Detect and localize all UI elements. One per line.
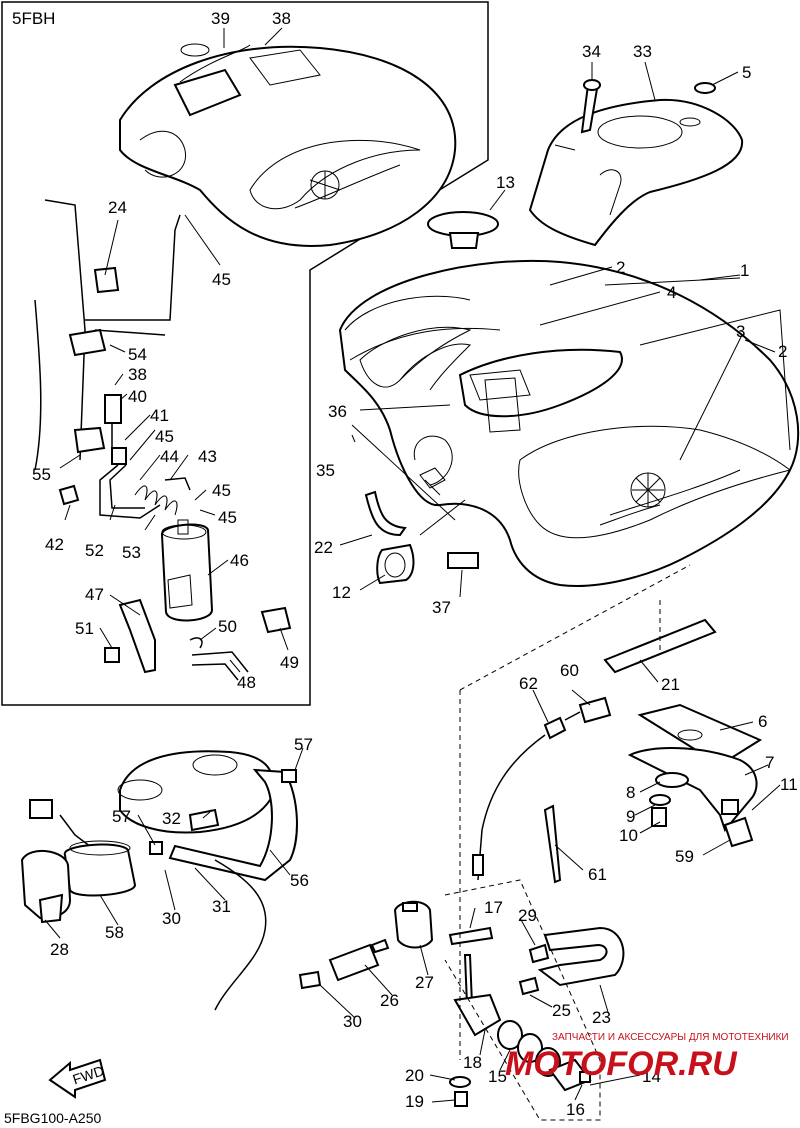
fuel-tank-cover xyxy=(528,79,744,247)
callout-29: 29 xyxy=(518,906,537,925)
callout-33: 33 xyxy=(633,42,652,61)
callout-45: 45 xyxy=(155,427,174,446)
callout-19: 19 xyxy=(405,1092,424,1111)
callout-30: 30 xyxy=(343,1012,362,1031)
callout-51: 51 xyxy=(75,619,94,638)
callout-13: 13 xyxy=(496,173,515,192)
callout-43: 43 xyxy=(198,447,217,466)
callout-26: 26 xyxy=(380,991,399,1010)
callout-4: 4 xyxy=(667,283,676,302)
main-fuel-tank xyxy=(338,259,800,587)
inset-label: 5FBH xyxy=(12,9,55,28)
callout-55: 55 xyxy=(32,465,51,484)
callout-31: 31 xyxy=(212,897,231,916)
callout-25: 25 xyxy=(552,1001,571,1020)
reference-lines xyxy=(351,277,791,1121)
diagram-code: 5FBG100-A250 xyxy=(4,1110,101,1126)
callout-1: 1 xyxy=(740,261,749,280)
callout-28: 28 xyxy=(50,940,69,959)
callout-15: 15 xyxy=(488,1067,507,1086)
callout-11: 11 xyxy=(780,775,798,794)
callout-39: 39 xyxy=(211,9,230,28)
callout-59: 59 xyxy=(675,847,694,866)
callout-56: 56 xyxy=(290,871,309,890)
callout-50: 50 xyxy=(218,617,237,636)
callout-numbers: 39 38 24 45 54 38 40 41 45 44 43 55 45 4… xyxy=(32,9,798,1119)
callout-48: 48 xyxy=(237,673,256,692)
callout-34: 34 xyxy=(582,42,601,61)
callout-40: 40 xyxy=(128,387,147,406)
callout-61: 61 xyxy=(588,865,607,884)
callout-16: 16 xyxy=(566,1100,585,1119)
callout-57: 57 xyxy=(112,807,131,826)
callout-7: 7 xyxy=(765,753,774,772)
watermark-small-text: ЗАПЧАСТИ И АКСЕССУАРЫ ДЛЯ МОТОТЕХНИКИ xyxy=(552,1032,789,1043)
cable-tie xyxy=(543,804,562,884)
callout-9: 9 xyxy=(626,807,635,826)
coil-spring xyxy=(134,477,191,516)
callout-57: 57 xyxy=(294,735,313,754)
callout-23: 23 xyxy=(592,1008,611,1027)
callout-21: 21 xyxy=(661,675,680,694)
callout-30: 30 xyxy=(162,909,181,928)
callout-46: 46 xyxy=(230,551,249,570)
callout-47: 47 xyxy=(85,585,104,604)
callout-45: 45 xyxy=(218,508,237,527)
callout-32: 32 xyxy=(162,809,181,828)
fuel-cap xyxy=(427,211,499,249)
callout-18: 18 xyxy=(463,1053,482,1072)
callout-2: 2 xyxy=(778,342,787,361)
callout-54: 54 xyxy=(128,345,147,364)
callout-12: 12 xyxy=(332,583,351,602)
callout-27: 27 xyxy=(415,973,434,992)
callout-52: 52 xyxy=(85,541,104,560)
callout-35: 35 xyxy=(316,461,335,480)
forward-arrow: FWD xyxy=(48,1058,107,1099)
callout-38: 38 xyxy=(272,9,291,28)
callout-42: 42 xyxy=(45,535,64,554)
callout-44: 44 xyxy=(160,447,179,466)
choke-cable xyxy=(472,696,612,881)
callout-60: 60 xyxy=(560,661,579,680)
callout-3: 3 xyxy=(736,322,745,341)
callout-24: 24 xyxy=(108,198,127,217)
callout-36: 36 xyxy=(328,402,347,421)
inset-frame xyxy=(1,1,489,706)
callout-10: 10 xyxy=(619,826,638,845)
inset-fuel-tank xyxy=(119,43,457,247)
callout-53: 53 xyxy=(122,543,141,562)
callout-58: 58 xyxy=(105,923,124,942)
callout-17: 17 xyxy=(484,898,503,917)
callout-8: 8 xyxy=(626,783,635,802)
inset-fuel-pump-assembly xyxy=(34,199,292,681)
callout-2: 2 xyxy=(616,258,625,277)
callout-37: 37 xyxy=(432,598,451,617)
callout-41: 41 xyxy=(150,406,169,425)
lower-fuel-tank xyxy=(117,750,298,1011)
callout-6: 6 xyxy=(758,712,767,731)
callout-14: 14 xyxy=(642,1067,661,1086)
leader-lines xyxy=(44,27,781,1103)
callout-49: 49 xyxy=(280,653,299,672)
callout-45: 45 xyxy=(212,481,231,500)
fuel-pump-unit xyxy=(20,799,137,924)
callout-20: 20 xyxy=(405,1066,424,1085)
callout-38: 38 xyxy=(128,365,147,384)
callout-22: 22 xyxy=(314,538,333,557)
hose-23 xyxy=(537,926,625,987)
callout-62: 62 xyxy=(519,674,538,693)
callout-5: 5 xyxy=(742,63,751,82)
mounting-bracket xyxy=(627,703,763,848)
callout-45: 45 xyxy=(212,270,231,289)
watermark-logo-text: MOTOFOR.RU xyxy=(505,1045,738,1083)
